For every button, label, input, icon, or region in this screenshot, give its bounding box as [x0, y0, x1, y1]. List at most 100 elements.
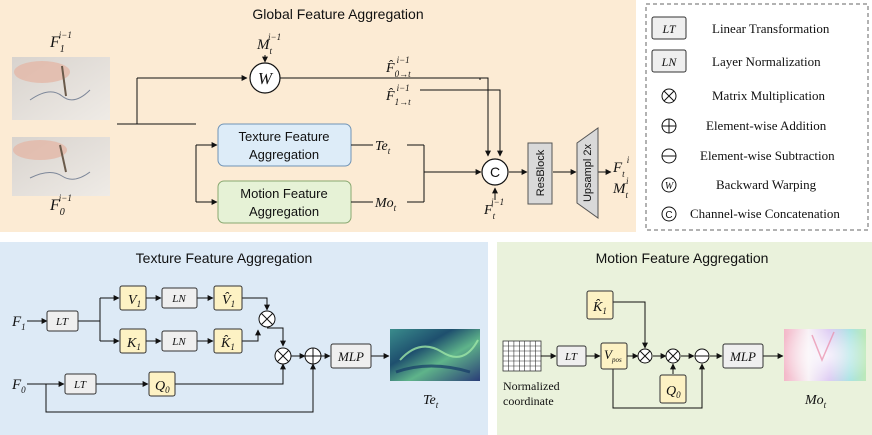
motion-lt-box: LT: [556, 345, 587, 367]
mask-label: Mti−1: [256, 32, 281, 56]
svg-text:ResBlock: ResBlock: [535, 149, 547, 196]
upsample-block: Upsampl 2x: [576, 127, 599, 219]
svg-text:Q0: Q0: [666, 384, 681, 400]
svg-text:MLP: MLP: [337, 349, 364, 364]
texture-title: Texture Feature Aggregation: [136, 250, 313, 266]
svg-text:LT: LT: [55, 316, 69, 328]
svg-text:Texture Feature: Texture Feature: [238, 129, 329, 144]
svg-text:LN: LN: [661, 55, 678, 69]
svg-text:Aggregation: Aggregation: [249, 204, 319, 219]
svg-text:Q0: Q0: [155, 379, 170, 395]
texture-matmul-2: [274, 347, 292, 365]
texture-ln-box-top: LN: [161, 287, 198, 309]
texture-lt-box-top: LT: [46, 310, 79, 332]
motion-panel: Motion Feature Aggregation Normalized co…: [497, 242, 872, 435]
svg-text:Aggregation: Aggregation: [249, 147, 319, 162]
legend-item-add: Element-wise Addition: [661, 118, 827, 134]
texture-aggregation-box: Texture Feature Aggregation: [217, 123, 352, 167]
motion-q0-box: Q0: [659, 374, 687, 404]
warp-icon: [661, 177, 677, 193]
svg-text:Channel-wise Concatenation: Channel-wise Concatenation: [690, 206, 840, 221]
texture-output-label: Tet: [423, 393, 439, 410]
grid-label-line1: Normalized: [503, 379, 560, 393]
texture-khat1-box: K̂1: [213, 328, 243, 354]
concat-icon: [661, 206, 677, 222]
frame-connectors: [117, 75, 248, 205]
svg-text:Element-wise Addition: Element-wise Addition: [706, 118, 827, 133]
svg-text:MLP: MLP: [729, 349, 756, 364]
legend-item-warp: W Backward Warping: [661, 177, 817, 193]
motion-subtract: [694, 348, 710, 364]
texture-mlp-box: MLP: [330, 343, 372, 369]
motion-matmul-1: [637, 348, 653, 364]
warp-symbol: W: [258, 69, 274, 88]
motion-matmul-2: [665, 348, 681, 364]
texture-vhat1-box: V̂1: [213, 285, 243, 311]
motion-output-label: Mot: [804, 393, 827, 410]
legend-item-lt: LT Linear Transformation: [651, 16, 830, 40]
svg-text:V̂1: V̂1: [222, 292, 235, 309]
global-title: Global Feature Aggregation: [252, 6, 423, 22]
texture-add: [304, 347, 322, 365]
texture-k1-box: K1: [119, 328, 147, 354]
texture-ln-box-bottom: LN: [161, 330, 198, 352]
texture-f0-label: F0: [11, 377, 26, 395]
svg-text:Element-wise Subtraction: Element-wise Subtraction: [700, 148, 835, 163]
svg-text:Vpos: Vpos: [604, 347, 622, 364]
frame1-label: F1i−1: [49, 30, 72, 55]
warp-node: W: [249, 62, 281, 94]
warped0-label: F̂0→ti−1: [385, 55, 411, 79]
motion-title: Motion Feature Aggregation: [596, 250, 769, 266]
motion-khat1-box: K̂1: [586, 290, 614, 320]
svg-text:LT: LT: [661, 22, 676, 36]
frame1-image: [12, 57, 110, 120]
svg-text:Motion Feature: Motion Feature: [240, 186, 327, 201]
frame0-label: F0i−1: [49, 193, 72, 218]
ft-label: Fti−1: [483, 197, 504, 221]
texture-f1-label: F1: [11, 314, 26, 332]
svg-text:Matrix Multiplication: Matrix Multiplication: [712, 88, 826, 103]
out-f-label: Fti: [612, 155, 630, 179]
svg-text:K̂1: K̂1: [592, 299, 607, 316]
motion-mlp-box: MLP: [722, 343, 764, 369]
normalized-grid: [502, 340, 542, 372]
svg-text:Linear Transformation: Linear Transformation: [712, 21, 830, 36]
svg-text:V1: V1: [128, 293, 141, 309]
svg-text:Backward Warping: Backward Warping: [716, 177, 817, 192]
svg-text:LN: LN: [171, 293, 186, 305]
legend-item-subtract: Element-wise Subtraction: [661, 148, 835, 164]
svg-text:LT: LT: [73, 379, 87, 391]
motion-vpos-box: Vpos: [600, 342, 628, 370]
mo-label: Mot: [374, 196, 397, 213]
texture-matmul-1: [258, 310, 276, 328]
frame0-image: [12, 137, 110, 196]
texture-v1-box: V1: [119, 285, 147, 311]
legend-item-ln: LN Layer Normalization: [651, 49, 821, 73]
svg-text:LT: LT: [564, 351, 578, 363]
te-label: Tet: [375, 139, 391, 156]
svg-text:W: W: [665, 181, 675, 192]
concat-node: C: [481, 158, 509, 186]
resblock: ResBlock: [527, 142, 553, 205]
svg-text:Upsampl 2x: Upsampl 2x: [582, 143, 594, 202]
grid-label-line2: coordinate: [503, 394, 554, 408]
texture-q0-box: Q0: [148, 371, 176, 397]
motion-aggregation-box: Motion Feature Aggregation: [217, 180, 352, 224]
svg-text:Layer Normalization: Layer Normalization: [712, 54, 821, 69]
motion-connectors: [541, 301, 784, 409]
out-m-label: Mti: [612, 176, 629, 200]
agg-connectors: [351, 77, 612, 203]
concat-symbol: C: [490, 164, 500, 180]
motion-output-image: [784, 329, 866, 381]
svg-text:K̂1: K̂1: [220, 335, 235, 352]
texture-lt-box-bottom: LT: [64, 373, 97, 395]
warped1-label: F̂1→ti−1: [385, 83, 411, 107]
legend-item-matmul: Matrix Multiplication: [661, 88, 826, 104]
legend-item-concat: C Channel-wise Concatenation: [661, 206, 840, 222]
global-panel: Global Feature Aggregation F1i−1 F0i−1: [0, 0, 636, 232]
legend: LT Linear Transformation LN Layer Normal…: [645, 3, 869, 231]
svg-text:LN: LN: [171, 336, 186, 348]
texture-panel: Texture Feature Aggregation F1: [0, 242, 488, 435]
svg-text:C: C: [665, 210, 672, 221]
